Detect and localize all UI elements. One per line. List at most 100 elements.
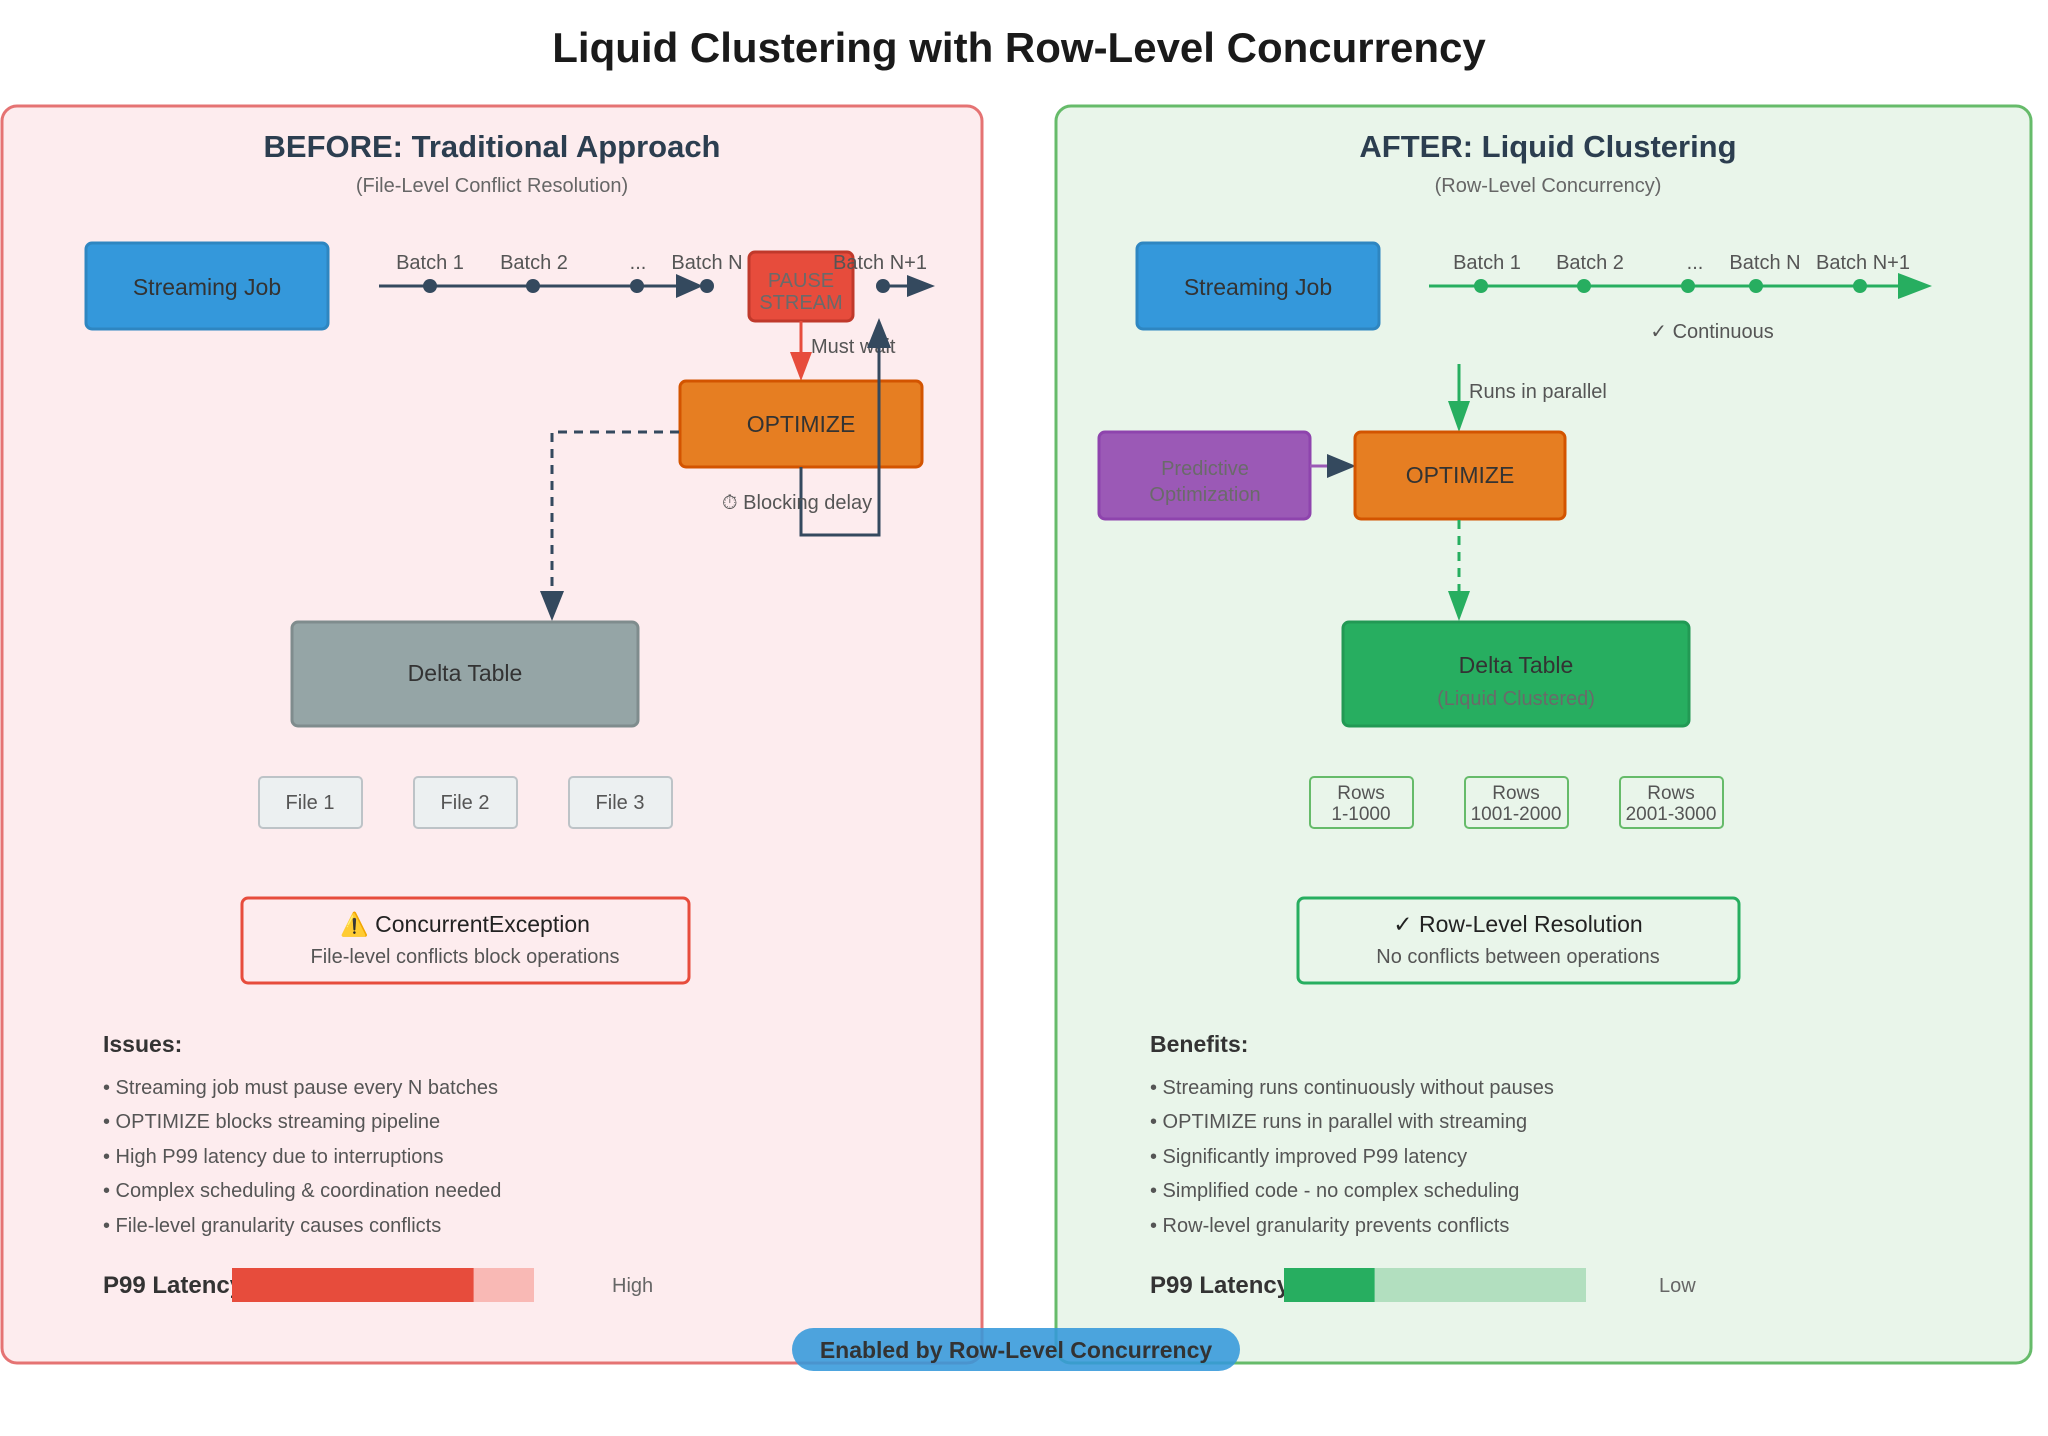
row-level-concurrency-badge: Enabled by Row-Level Concurrency xyxy=(792,1328,1240,1371)
before-delta-table-box: Delta Table xyxy=(290,620,640,728)
after-delta-table-label: Delta Table xyxy=(1459,652,1574,678)
benefits-heading: Benefits: xyxy=(1150,1031,1248,1057)
before-batch-label: Batch 2 xyxy=(500,252,568,274)
pause-to-optimize-arrow-head-icon xyxy=(790,352,812,381)
optimize-resume-arrow-head-icon xyxy=(867,318,891,348)
row-range-label: Rows xyxy=(1337,783,1385,804)
optimize-to-delta-arrow-head-icon xyxy=(1448,591,1470,621)
concurrent-exception-subtitle: File-level conflicts block operations xyxy=(310,946,619,968)
after-batch-dot xyxy=(1853,279,1867,293)
after-optimize-label: OPTIMIZE xyxy=(1406,462,1515,488)
after-optimize-box: OPTIMIZE xyxy=(1353,430,1567,521)
after-heading: AFTER: Liquid Clustering xyxy=(1359,129,1736,164)
after-latency-value: Low xyxy=(1659,1275,1696,1297)
after-panel: AFTER: Liquid Clustering (Row-Level Conc… xyxy=(1054,104,2033,1365)
issue-item: • High P99 latency due to interruptions xyxy=(103,1146,444,1168)
predictive-optimization-box: Predictive Optimization xyxy=(1097,430,1312,521)
after-latency-fill xyxy=(1284,1268,1375,1302)
after-batch-label: Batch 2 xyxy=(1556,252,1624,274)
after-timeline-arrow-icon xyxy=(1898,273,1932,299)
before-delta-table-label: Delta Table xyxy=(408,660,523,686)
issue-item: • File-level granularity causes conflict… xyxy=(103,1215,441,1237)
row-range-box: Rows 1-1000 xyxy=(1309,776,1414,829)
benefit-item: • OPTIMIZE runs in parallel with streami… xyxy=(1150,1111,1527,1133)
row-level-resolution-callout: ✓ Row-Level Resolution No conflicts betw… xyxy=(1296,896,1741,985)
before-batch-dot xyxy=(630,279,644,293)
benefit-item: • Significantly improved P99 latency xyxy=(1150,1146,1467,1168)
pause-stream-label-line2: STREAM xyxy=(759,292,842,314)
row-level-resolution-title: ✓ Row-Level Resolution xyxy=(1393,911,1642,937)
after-batch-dot xyxy=(1681,279,1695,293)
after-panel-frame xyxy=(1054,104,2033,1365)
before-optimize-label: OPTIMIZE xyxy=(747,411,856,437)
file-label: File 1 xyxy=(286,792,335,814)
optimize-to-delta-arrow-head-icon xyxy=(540,591,564,621)
badge-label: Enabled by Row-Level Concurrency xyxy=(820,1337,1213,1363)
row-range-label: Rows xyxy=(1647,783,1695,804)
pause-stream-box: PAUSE STREAM xyxy=(747,250,855,323)
before-batch-label: ... xyxy=(630,252,647,274)
predictive-label-line1: Predictive xyxy=(1161,458,1249,480)
after-batch-label: Batch 1 xyxy=(1453,252,1521,274)
after-delta-table-box: Delta Table (Liquid Clustered) xyxy=(1341,620,1691,728)
row-range-value: 1-1000 xyxy=(1331,804,1390,825)
after-batch-dot xyxy=(1577,279,1591,293)
concurrent-exception-title: ⚠️ ConcurrentException xyxy=(340,911,590,938)
row-range-box: Rows 1001-2000 xyxy=(1464,776,1569,829)
benefit-item: • Streaming runs continuously without pa… xyxy=(1150,1077,1554,1099)
row-range-value: 2001-3000 xyxy=(1626,804,1717,825)
after-latency-label: P99 Latency: xyxy=(1150,1272,1298,1299)
predictive-to-optimize-arrow-head-icon xyxy=(1327,454,1356,478)
concurrent-exception-callout: ⚠️ ConcurrentException File-level confli… xyxy=(240,896,691,985)
before-streaming-job-label: Streaming Job xyxy=(133,274,281,300)
after-subheading: (Row-Level Concurrency) xyxy=(1435,175,1662,197)
parallel-arrow-head-icon xyxy=(1448,401,1470,432)
row-level-resolution-subtitle: No conflicts between operations xyxy=(1376,946,1660,968)
before-panel: BEFORE: Traditional Approach (File-Level… xyxy=(0,104,984,1365)
before-latency-label: P99 Latency: xyxy=(103,1272,251,1299)
after-delta-table-sublabel: (Liquid Clustered) xyxy=(1437,688,1595,710)
after-batch-label: Batch N+1 xyxy=(1816,252,1910,274)
after-batch-dot xyxy=(1749,279,1763,293)
after-streaming-job-label: Streaming Job xyxy=(1184,274,1332,300)
benefit-item: • Simplified code - no complex schedulin… xyxy=(1150,1180,1519,1202)
issues-heading: Issues: xyxy=(103,1031,182,1057)
file-box: File 1 xyxy=(258,776,363,829)
issue-item: • Complex scheduling & coordination need… xyxy=(103,1180,501,1202)
file-label: File 3 xyxy=(596,792,645,814)
file-box: File 2 xyxy=(413,776,518,829)
before-batch-label: Batch N xyxy=(671,252,742,274)
row-range-label: Rows xyxy=(1492,783,1540,804)
row-range-value: 1001-2000 xyxy=(1471,804,1562,825)
before-batch-label: Batch 1 xyxy=(396,252,464,274)
after-batch-label: Batch N xyxy=(1729,252,1800,274)
after-batch-label: ... xyxy=(1687,252,1704,274)
before-batch-dot xyxy=(423,279,437,293)
before-subheading: (File-Level Conflict Resolution) xyxy=(356,175,628,197)
pause-stream-label-line1: PAUSE xyxy=(768,270,834,292)
after-batch-dot xyxy=(1474,279,1488,293)
blocking-delay-label: ⏱ Blocking delay xyxy=(722,492,872,514)
before-timeline-arrow-icon xyxy=(676,274,703,298)
page-title: Liquid Clustering with Row-Level Concurr… xyxy=(552,24,1486,71)
before-timeline: Batch 1 Batch 2 ... Batch N xyxy=(379,252,935,298)
before-optimize-box: OPTIMIZE xyxy=(678,379,924,469)
before-timeline-resume-arrow-icon xyxy=(907,275,935,297)
before-heading: BEFORE: Traditional Approach xyxy=(264,129,721,164)
file-label: File 2 xyxy=(441,792,490,814)
issue-item: • OPTIMIZE blocks streaming pipeline xyxy=(103,1111,440,1133)
issue-item: • Streaming job must pause every N batch… xyxy=(103,1077,498,1099)
before-batch-dot xyxy=(526,279,540,293)
after-timeline: Batch 1 Batch 2 ... Batch N Batch N+1 xyxy=(1429,252,1932,299)
benefit-item: • Row-level granularity prevents conflic… xyxy=(1150,1215,1509,1237)
runs-in-parallel-label: Runs in parallel xyxy=(1469,381,1607,403)
after-streaming-job-box: Streaming Job xyxy=(1135,241,1381,331)
file-box: File 3 xyxy=(568,776,673,829)
predictive-label-line2: Optimization xyxy=(1149,484,1260,506)
row-range-box: Rows 2001-3000 xyxy=(1619,776,1724,829)
continuous-label: ✓ Continuous xyxy=(1650,321,1774,343)
before-batch-label: Batch N+1 xyxy=(833,252,927,274)
before-streaming-job-box: Streaming Job xyxy=(84,241,330,331)
before-latency-fill xyxy=(232,1268,474,1302)
